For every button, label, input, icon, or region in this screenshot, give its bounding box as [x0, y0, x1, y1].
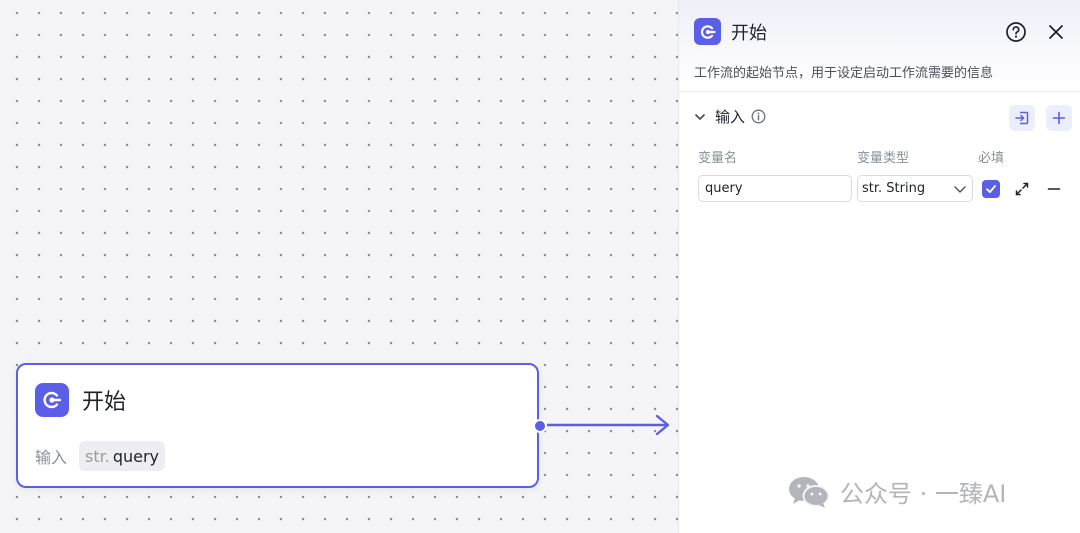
- watermark: 公众号 · 一臻AI: [788, 474, 1006, 509]
- import-icon[interactable]: [1009, 105, 1035, 131]
- watermark-text: 公众号 · 一臻AI: [840, 480, 1007, 508]
- expand-icon[interactable]: [1013, 180, 1031, 198]
- variable-type-select[interactable]: str. String: [857, 175, 973, 202]
- node-input-label: 输入: [35, 448, 68, 467]
- panel-description: 工作流的起始节点，用于设定启动工作流需要的信息: [694, 66, 994, 81]
- variable-name: query: [112, 446, 160, 466]
- panel-title: 开始: [731, 22, 767, 44]
- variable-name-input[interactable]: [698, 175, 852, 202]
- close-icon[interactable]: [1045, 21, 1067, 43]
- node-inputs: 输入 str. query: [35, 441, 166, 471]
- node-header: 开始: [35, 383, 126, 417]
- start-node[interactable]: 开始 输入 str. query: [16, 363, 539, 488]
- wechat-icon: [788, 475, 830, 509]
- check-icon: [986, 185, 996, 193]
- input-section-title: 输入: [715, 108, 746, 126]
- minus-icon[interactable]: [1045, 180, 1063, 198]
- help-circle-icon[interactable]: [1005, 21, 1027, 43]
- column-header-type: 变量类型: [857, 151, 910, 166]
- start-node-icon: [35, 383, 69, 417]
- column-header-name: 变量名: [698, 151, 738, 166]
- info-icon[interactable]: [751, 109, 766, 124]
- variable-type-value: str. String: [862, 181, 926, 196]
- connection-edge: [547, 414, 670, 436]
- node-settings-panel: 开始 工作流的起始节点，用于设定启动工作流需要的信息 输入: [678, 0, 1080, 533]
- required-checkbox[interactable]: [982, 180, 1000, 198]
- plus-icon[interactable]: [1046, 105, 1072, 131]
- chevron-down-icon: [952, 181, 968, 197]
- start-node-icon: [694, 18, 721, 45]
- input-section-header[interactable]: 输入: [693, 106, 766, 127]
- chevron-down-icon[interactable]: [693, 110, 707, 124]
- column-header-required: 必填: [978, 151, 1005, 166]
- node-title: 开始: [82, 390, 127, 415]
- variable-chip: str. query: [79, 441, 166, 471]
- variable-type-prefix: str.: [85, 446, 110, 466]
- output-handle[interactable]: [533, 419, 547, 433]
- panel-header: 开始 工作流的起始节点，用于设定启动工作流需要的信息: [679, 0, 1080, 92]
